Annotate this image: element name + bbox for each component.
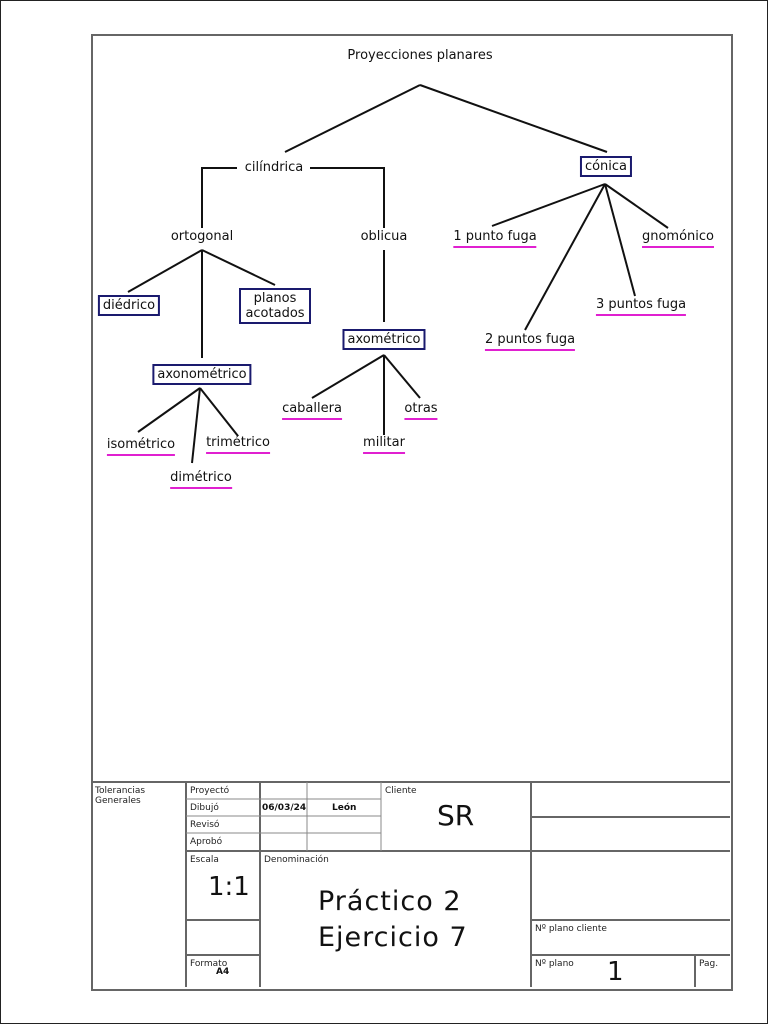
reviso-label: Revisó [190, 820, 220, 830]
cliente-label: Cliente [385, 786, 417, 796]
node-axonometrico: axonométrico [152, 364, 252, 385]
drawing-author: León [332, 803, 357, 813]
node-dimetrico: dimétrico [170, 470, 232, 489]
drawing-frame [91, 34, 733, 991]
node-isometrico: isométrico [106, 437, 176, 456]
node-trimetrico: trimétrico [206, 435, 270, 454]
escala-value: 1:1 [208, 872, 250, 902]
edge-axon-isometrico [137, 387, 201, 433]
edge-root-cilindrica [284, 84, 421, 153]
edge-axom-otras [383, 354, 421, 399]
node-axometrico: axométrico [342, 329, 426, 350]
node-gnomonico: gnomónico [641, 229, 715, 248]
denominacion-line1: Práctico 2 [318, 886, 462, 917]
node-ortogonal: ortogonal [170, 229, 234, 244]
edge-conica-1punto [491, 183, 606, 227]
edge-cilindrica-ortogonal [201, 167, 237, 228]
formato-value: A4 [216, 967, 230, 977]
edge-cilindrica-oblicua [310, 167, 385, 228]
formato-label: Formato [190, 959, 228, 969]
node-otras: otras [404, 401, 438, 420]
n-plano-label: Nº plano [535, 959, 574, 969]
node-1-punto-fuga: 1 punto fuga [453, 229, 537, 248]
edge-conica-2puntos [524, 183, 606, 331]
tolerancias-label: Tolerancias Generales [95, 786, 146, 806]
n-plano-value: 1 [607, 957, 624, 987]
denominacion-label: Denominación [264, 855, 329, 865]
title-block-fine-grid [186, 782, 382, 851]
node-militar: militar [363, 435, 405, 454]
node-planos-acotados: planos acotados [239, 288, 311, 324]
title-block-grid [92, 781, 730, 987]
node-diedrico: diédrico [97, 295, 161, 316]
edge-conica-gnomonico [604, 183, 669, 229]
edge-ortogonal-diedrico [127, 249, 203, 293]
n-plano-cliente-label: Nº plano cliente [535, 924, 607, 934]
node-caballera: caballera [282, 401, 342, 420]
node-root: Proyecciones planares [347, 48, 493, 63]
escala-label: Escala [190, 855, 219, 865]
aprobo-label: Aprobó [190, 837, 223, 847]
pag-label: Pag. [699, 959, 719, 969]
node-oblicua: oblicua [360, 229, 408, 244]
edge-axom-caballera [311, 354, 385, 399]
drawing-date: 06/03/24 [262, 803, 307, 813]
denominacion-line2: Ejercicio 7 [318, 922, 468, 953]
proyecto-label: Proyectó [190, 786, 230, 796]
node-conica: cónica [579, 156, 633, 177]
node-2-puntos-fuga: 2 puntos fuga [484, 332, 576, 351]
node-3-puntos-fuga: 3 puntos fuga [595, 297, 687, 316]
node-cilindrica: cilíndrica [241, 160, 307, 175]
edge-ortogonal-planos [201, 249, 276, 286]
edge-axon-dimetrico [191, 387, 201, 464]
cliente-value: SR [437, 799, 475, 832]
edge-root-conica [419, 84, 608, 153]
dibujo-label: Dibujó [190, 803, 219, 813]
edge-axon-trimetrico [199, 387, 239, 437]
edge-conica-3puntos [604, 183, 636, 297]
